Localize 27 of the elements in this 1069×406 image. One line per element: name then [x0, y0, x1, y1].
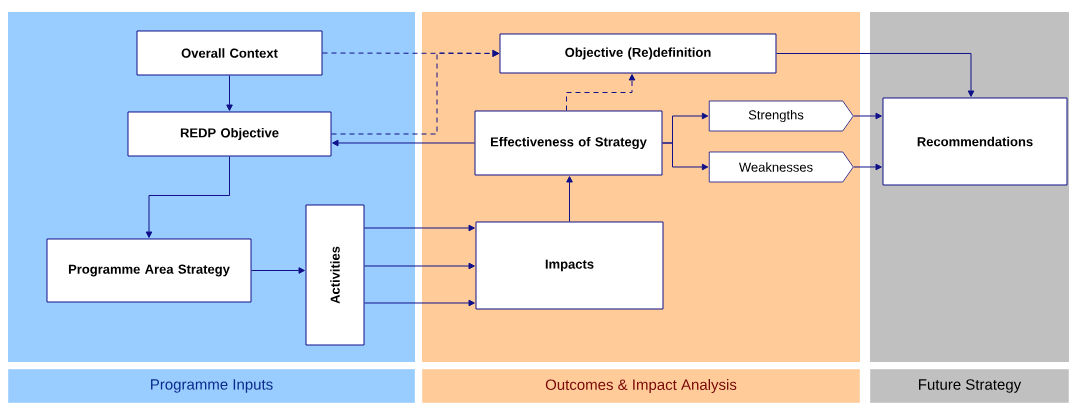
process-box: Recommendations	[882, 97, 1068, 186]
process-box: Activities	[305, 204, 365, 346]
arrow	[364, 224, 475, 232]
arrow	[251, 267, 305, 274]
band-label: Programme Inputs	[7, 368, 416, 404]
arrow	[364, 299, 475, 307]
process-box: Impacts	[475, 221, 664, 310]
arrow	[566, 74, 636, 111]
arrow	[364, 262, 475, 270]
process-box: Overall Context	[136, 30, 323, 76]
arrow	[776, 53, 975, 97]
band-label: Future Strategy	[869, 368, 1069, 404]
arrow	[331, 50, 499, 135]
arrow	[566, 176, 573, 222]
process-box: Programme Area Strategy	[46, 238, 252, 303]
arrow	[226, 75, 233, 111]
process-box: Objective (Re)definition	[499, 33, 777, 74]
arrow	[662, 142, 709, 171]
arrow	[145, 156, 230, 238]
arrow	[332, 139, 475, 147]
tag-box: Weaknesses	[708, 151, 854, 183]
process-box: Effectiveness of Strategy	[474, 110, 663, 176]
arrow	[853, 112, 882, 120]
band-label: Outcomes & Impact Analysis	[421, 368, 861, 404]
arrow	[853, 163, 882, 171]
process-box: REDP Objective	[127, 111, 332, 157]
tag-box: Strengths	[708, 100, 854, 132]
